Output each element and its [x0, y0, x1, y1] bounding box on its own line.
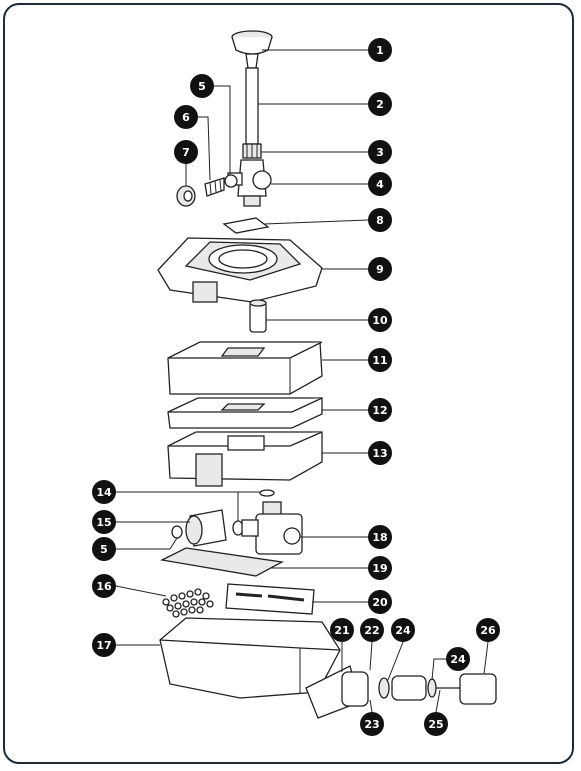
- callout-number-7: 7: [182, 146, 190, 159]
- callout-number-24: 24: [450, 653, 466, 666]
- callout-number-16: 16: [96, 580, 112, 593]
- callout-number-22: 22: [364, 624, 379, 637]
- callout-badge-20: [368, 590, 392, 614]
- bottom-grid-part: [159, 547, 285, 577]
- callout-badge-14: [92, 480, 116, 504]
- filter-lid-part: [157, 237, 323, 303]
- callout-number-5: 5: [198, 80, 206, 93]
- coarse-sponge-part: [167, 341, 323, 395]
- callout-badge-11: [368, 348, 392, 372]
- callout-badge-19: [368, 556, 392, 580]
- callout-badge-17: [92, 633, 116, 657]
- callout-number-17: 17: [96, 639, 111, 652]
- leader-line-5: [202, 85, 231, 175]
- callout-number-11: 11: [372, 354, 387, 367]
- callout-number-9: 9: [376, 263, 384, 276]
- callout-number-6: 6: [182, 111, 190, 124]
- pump-part: [241, 501, 303, 555]
- callout-number-14: 14: [96, 486, 112, 499]
- pump-connector-part: [185, 509, 227, 547]
- connector-nut-part: [242, 143, 262, 159]
- callout-badge-24: [446, 647, 470, 671]
- adapter-nut-part: [176, 185, 196, 207]
- callout-badge-8: [368, 208, 392, 232]
- callout-badge-25: [424, 712, 448, 736]
- callout-number-5: 5: [100, 543, 108, 556]
- callout-badge-4: [368, 172, 392, 196]
- fine-sponge-part: [167, 397, 323, 429]
- callout-badge-5: [92, 537, 116, 561]
- callout-badge-1: [368, 38, 392, 62]
- filter-basket-part: [167, 431, 323, 487]
- base-housing-part: [159, 617, 341, 699]
- callout-number-25: 25: [428, 718, 443, 731]
- callout-badge-16: [92, 574, 116, 598]
- uv-assembly-part: [305, 665, 497, 719]
- callout-number-15: 15: [96, 516, 111, 529]
- callout-badge-22: [360, 618, 384, 642]
- o-ring-lower-part: [171, 525, 183, 539]
- uv-window-part: [222, 217, 270, 234]
- callout-number-4: 4: [376, 178, 384, 191]
- callout-badge-9: [368, 257, 392, 281]
- callout-badge-26: [476, 618, 500, 642]
- callout-badge-12: [368, 398, 392, 422]
- callout-number-23: 23: [364, 718, 379, 731]
- bio-balls-part: [162, 588, 214, 618]
- callout-number-12: 12: [372, 404, 387, 417]
- pre-filter-sponge-part: [225, 583, 315, 615]
- o-ring-part: [224, 174, 238, 188]
- callout-badge-24: [391, 618, 415, 642]
- callout-number-21: 21: [334, 624, 349, 637]
- callout-badge-5: [190, 74, 214, 98]
- callout-badge-15: [92, 510, 116, 534]
- callout-badge-3: [368, 140, 392, 164]
- callout-number-24: 24: [395, 624, 411, 637]
- callout-badge-7: [174, 140, 198, 164]
- extension-tube-part: [245, 67, 259, 145]
- callout-number-8: 8: [376, 214, 384, 227]
- callout-number-1: 1: [376, 44, 384, 57]
- callout-badge-2: [368, 92, 392, 116]
- callout-number-10: 10: [372, 314, 388, 327]
- callout-number-18: 18: [372, 531, 387, 544]
- callout-number-13: 13: [372, 447, 387, 460]
- callout-number-26: 26: [480, 624, 496, 637]
- callout-badge-23: [360, 712, 384, 736]
- callout-badge-6: [174, 105, 198, 129]
- callout-number-3: 3: [376, 146, 384, 159]
- callout-badge-10: [368, 308, 392, 332]
- callout-number-19: 19: [372, 562, 387, 575]
- leader-line-8: [263, 219, 380, 225]
- callout-number-20: 20: [372, 596, 388, 609]
- callout-badge-21: [330, 618, 354, 642]
- callout-badge-13: [368, 441, 392, 465]
- callout-badge-18: [368, 525, 392, 549]
- hose-adapter-part: [204, 177, 225, 197]
- outlet-pipe-part: [249, 299, 267, 333]
- callout-number-2: 2: [376, 98, 384, 111]
